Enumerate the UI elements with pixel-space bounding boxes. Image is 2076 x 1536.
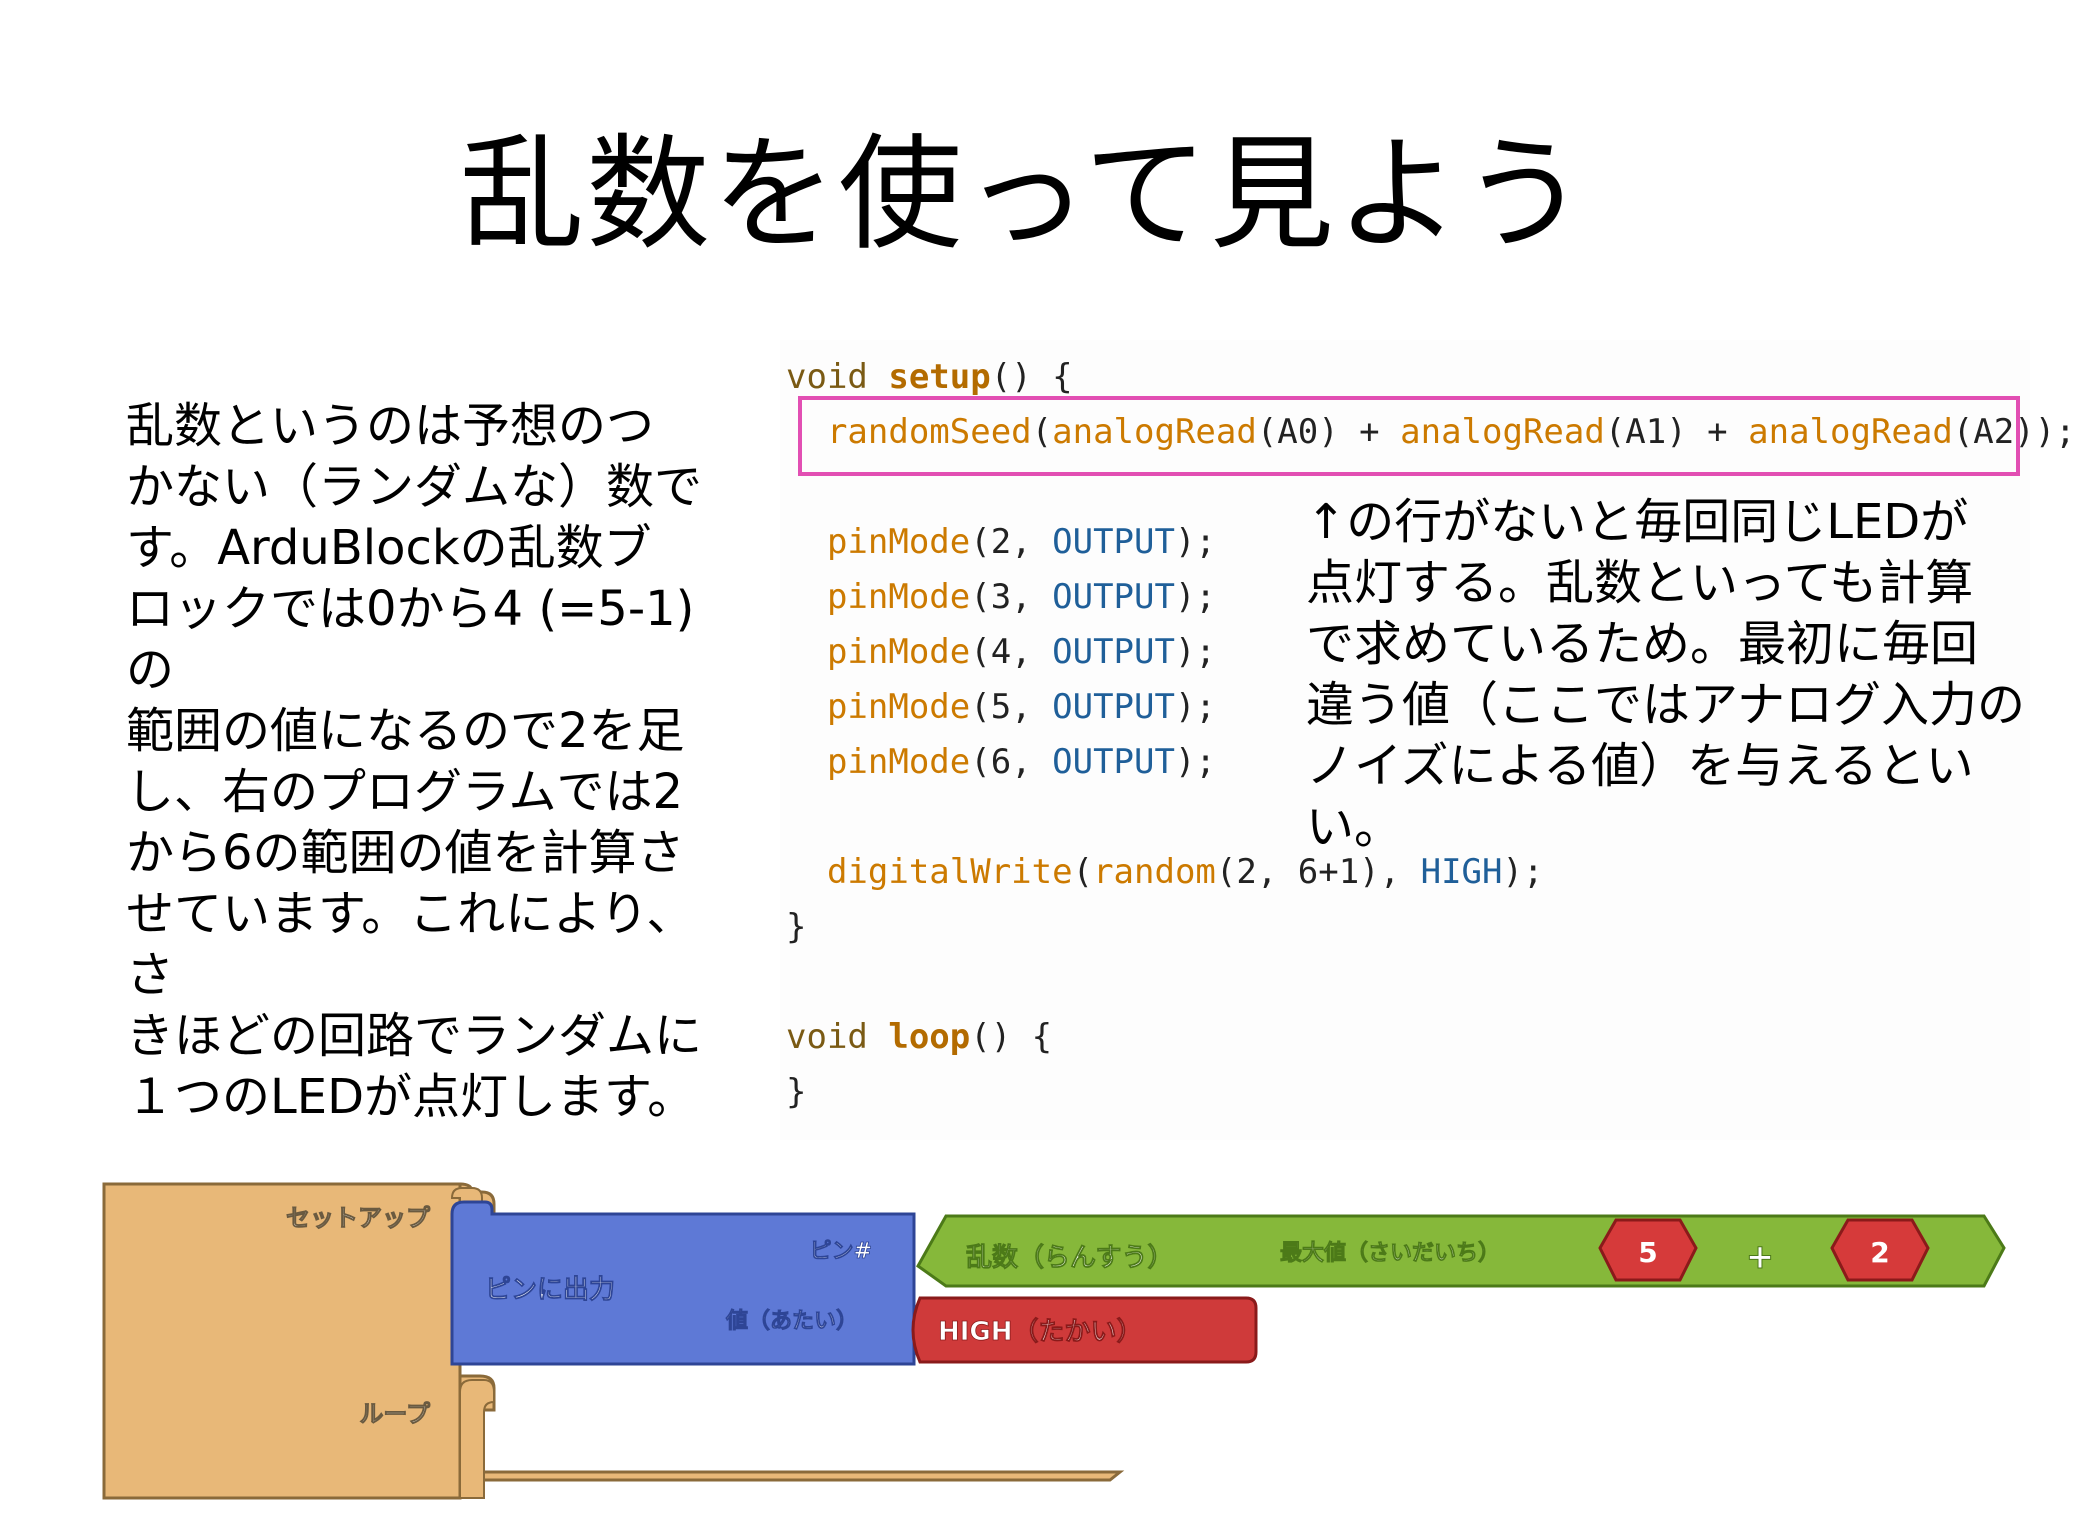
number-max-value: 5 bbox=[1638, 1236, 1657, 1269]
code-token: (2, bbox=[970, 522, 1053, 562]
value-label: 値（あたい） bbox=[725, 1309, 858, 1334]
code-token: pinMode bbox=[786, 687, 971, 727]
code-token: pinMode bbox=[786, 577, 971, 617]
code-line: } bbox=[786, 900, 2076, 955]
note-text: ↑の行がないと毎回同じLEDが 点灯する。乱数といっても計算 で求めているため。… bbox=[1306, 494, 2026, 855]
setup-label: セットアップ bbox=[286, 1204, 431, 1232]
code-token: (A0) + bbox=[1256, 412, 1401, 452]
code-token: } bbox=[786, 907, 807, 947]
slide-title: 乱数を使って見よう bbox=[460, 123, 1588, 267]
code-token: (2, 6+1), bbox=[1215, 852, 1421, 892]
code-token: (A1) + bbox=[1604, 412, 1749, 452]
high-label: HIGH（たかい） bbox=[938, 1317, 1143, 1347]
code-token: (3, bbox=[970, 577, 1053, 617]
random-label: 乱数（らんすう） bbox=[966, 1243, 1173, 1273]
code-token: OUTPUT bbox=[1052, 522, 1175, 562]
code-line: } bbox=[786, 1065, 2076, 1120]
code-token: OUTPUT bbox=[1052, 742, 1175, 782]
code-line: void setup() { bbox=[786, 350, 2076, 405]
loop-label: ループ bbox=[359, 1400, 431, 1428]
code-line: pinMode(3, OUTPUT); bbox=[786, 570, 2076, 625]
code-token: pinMode bbox=[786, 632, 971, 672]
code-token: pinMode bbox=[786, 742, 971, 782]
code-token: ( bbox=[1031, 412, 1053, 452]
code-token: void bbox=[786, 1017, 889, 1057]
code-token: random bbox=[1093, 852, 1216, 892]
pin-number-label: ピン# bbox=[810, 1239, 872, 1264]
code-token: (6, bbox=[970, 742, 1053, 782]
code-token: analogRead bbox=[1052, 412, 1257, 452]
code-token: ); bbox=[1174, 632, 1216, 672]
code-token: analogRead bbox=[1748, 412, 1953, 452]
code-line: pinMode(5, OUTPUT); bbox=[786, 680, 2076, 735]
code-token: (A2)); bbox=[1952, 412, 2076, 452]
pin-output-block[interactable]: ピンに出力 ピン# 値（あたい） bbox=[450, 1200, 916, 1366]
max-label: 最大値（さいだいち） bbox=[1280, 1241, 1500, 1266]
code-line: pinMode(6, OUTPUT); bbox=[786, 735, 2076, 790]
code-token: OUTPUT bbox=[1052, 577, 1175, 617]
code-line: randomSeed(analogRead(A0) + analogRead(A… bbox=[786, 405, 2076, 460]
code-token: ); bbox=[1174, 522, 1216, 562]
code-token: (5, bbox=[970, 687, 1053, 727]
code-token: () { bbox=[970, 1017, 1053, 1057]
code-token: OUTPUT bbox=[1052, 632, 1175, 672]
plus-operator: + bbox=[1746, 1237, 1775, 1277]
random-block[interactable]: 乱数（らんすう） 最大値（さいだいち） + bbox=[916, 1214, 2006, 1288]
pin-output-label: ピンに出力 bbox=[485, 1275, 615, 1305]
code-token: () { bbox=[990, 357, 1073, 397]
code-token: HIGH bbox=[1420, 852, 1503, 892]
code-token: digitalWrite bbox=[786, 852, 1073, 892]
code-token: ); bbox=[1174, 742, 1216, 782]
code-token: OUTPUT bbox=[1052, 687, 1175, 727]
code-token: (4, bbox=[970, 632, 1053, 672]
code-token: pinMode bbox=[786, 522, 971, 562]
code-line bbox=[786, 955, 2076, 1010]
code-token: ); bbox=[1174, 577, 1216, 617]
code-listing: void setup() { randomSeed(analogRead(A0)… bbox=[786, 350, 2076, 1120]
code-line: pinMode(2, OUTPUT); bbox=[786, 515, 2076, 570]
code-token: } bbox=[786, 1072, 807, 1112]
code-token: loop bbox=[888, 1017, 971, 1057]
ardublock-program: セットアップ ループ ピンに出力 ピン# 値（あたい） 乱数（らんすう） 最大値… bbox=[102, 1182, 2006, 1500]
code-token: ( bbox=[1072, 852, 1094, 892]
code-line: digitalWrite(random(2, 6+1), HIGH); bbox=[786, 845, 2076, 900]
number-block-max[interactable]: 5 bbox=[1598, 1218, 1698, 1282]
code-token: setup bbox=[888, 357, 991, 397]
code-token: randomSeed bbox=[786, 412, 1032, 452]
high-block[interactable]: HIGH（たかい） bbox=[911, 1296, 1258, 1364]
code-token: ); bbox=[1174, 687, 1216, 727]
explanation-text: 乱数というのは予想のつ かない（ランダムな）数で す。ArduBlockの乱数ブ… bbox=[126, 398, 703, 1125]
code-line: pinMode(4, OUTPUT); bbox=[786, 625, 2076, 680]
number-add-value: 2 bbox=[1870, 1236, 1889, 1269]
random-seed-highlight bbox=[798, 396, 2020, 476]
number-block-add[interactable]: 2 bbox=[1830, 1218, 1930, 1282]
code-token: ); bbox=[1502, 852, 1544, 892]
code-token: analogRead bbox=[1400, 412, 1605, 452]
code-token: void bbox=[786, 357, 889, 397]
code-line: void loop() { bbox=[786, 1010, 2076, 1065]
